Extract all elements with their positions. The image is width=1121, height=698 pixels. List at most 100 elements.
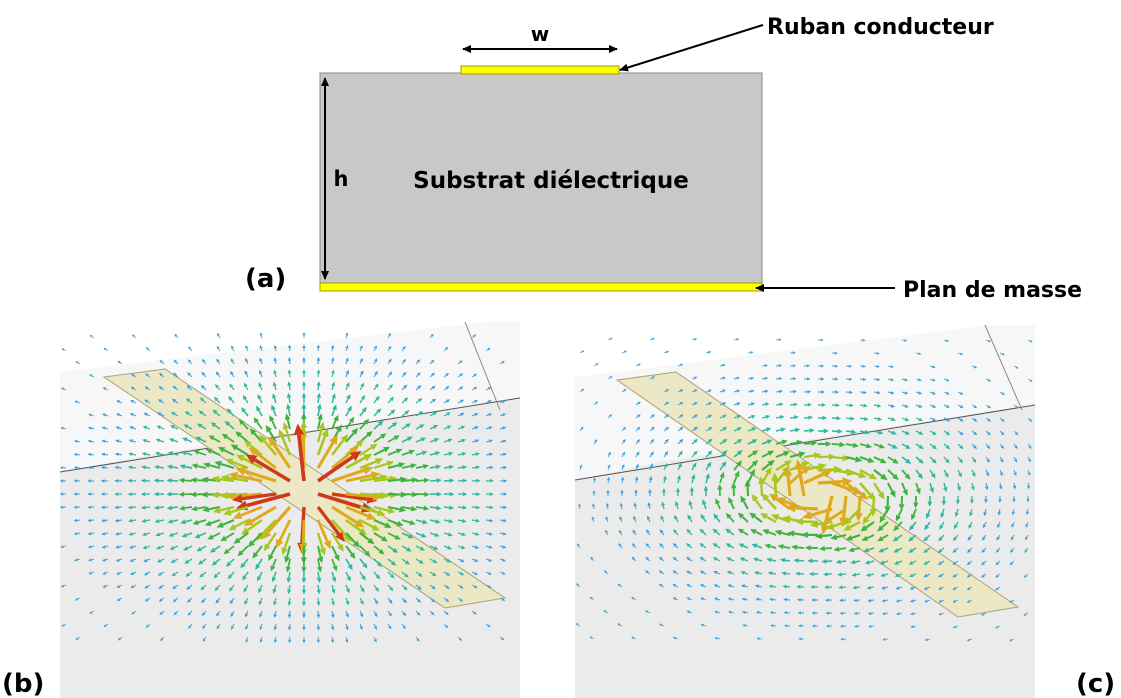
field-vector-head — [981, 549, 986, 553]
field-vector-shaft — [77, 532, 81, 534]
field-vector-head — [700, 597, 704, 601]
field-vector-shaft — [231, 460, 249, 470]
field-vector-shaft — [869, 560, 875, 563]
field-vector-head — [331, 357, 335, 362]
field-vector-head — [881, 599, 886, 603]
field-vector-head — [958, 472, 962, 478]
field-vector-shaft — [272, 409, 277, 417]
field-vector-shaft — [957, 456, 961, 461]
field-vector-head — [932, 431, 937, 435]
field-vector-shaft — [733, 440, 739, 445]
field-vector-head — [102, 387, 107, 391]
field-vector-shaft — [239, 434, 249, 443]
field-vector-head — [795, 427, 801, 433]
field-vector-shaft — [985, 482, 988, 487]
field-vector-shaft — [887, 456, 895, 462]
field-vector-shaft — [200, 425, 207, 430]
field-vector-head — [722, 389, 727, 393]
field-vector-shaft — [607, 480, 609, 484]
field-vector-head — [658, 556, 663, 561]
field-vector-head — [1015, 405, 1019, 409]
field-vector-shaft — [689, 585, 693, 588]
field-vector-shaft — [268, 430, 277, 443]
field-vector-shaft — [331, 409, 336, 417]
field-vector-head — [301, 578, 307, 584]
field-vector-head — [722, 414, 727, 419]
field-vector-head — [740, 571, 745, 575]
field-vector-head — [73, 439, 78, 443]
field-vector-head — [214, 384, 219, 389]
field-vector-shaft — [717, 598, 721, 601]
field-vector-shaft — [943, 456, 948, 461]
field-vector-shaft — [345, 623, 348, 628]
field-vector-head — [917, 473, 923, 480]
field-vector-head — [958, 458, 963, 464]
field-vector-head — [502, 571, 506, 575]
field-vector-head — [216, 358, 220, 363]
field-vector-shaft — [217, 373, 221, 378]
field-vector-head — [380, 433, 387, 439]
field-vector-shaft — [429, 413, 434, 417]
field-vector-head — [487, 624, 491, 628]
field-vector-shaft — [91, 336, 95, 339]
field-vector-shaft — [443, 466, 450, 469]
field-vector-shaft — [859, 404, 864, 407]
field-vector-head — [576, 543, 580, 547]
field-vector-head — [202, 625, 206, 629]
field-vector-shaft — [63, 545, 67, 548]
field-vector-head — [631, 543, 636, 547]
field-vector-head — [985, 472, 989, 477]
field-vector-head — [1029, 418, 1033, 422]
field-vector-head — [331, 639, 335, 644]
field-vector-shaft — [345, 584, 349, 590]
field-vector-head — [764, 364, 768, 368]
field-vector-head — [431, 598, 436, 603]
field-vector-shaft — [870, 599, 875, 602]
field-vector-head — [259, 434, 268, 444]
field-vector-shaft — [620, 532, 623, 536]
field-vector-shaft — [649, 466, 652, 471]
field-vector-shaft — [387, 424, 394, 430]
field-vector-head — [880, 473, 888, 481]
field-vector-head — [741, 610, 746, 614]
field-vector-shaft — [457, 400, 462, 404]
field-vector-head — [255, 532, 265, 541]
field-vector-head — [89, 374, 93, 377]
field-vector-head — [253, 417, 260, 424]
field-vector-head — [618, 543, 622, 547]
field-vector-shaft — [898, 573, 903, 576]
field-vector-head — [190, 505, 198, 512]
field-vector-head — [363, 418, 370, 425]
field-vector-shaft — [719, 377, 723, 380]
field-vector-head — [115, 426, 120, 430]
field-vector-head — [462, 492, 468, 497]
field-vector-shaft — [297, 434, 306, 482]
field-vector-head — [417, 385, 422, 389]
field-vector-head — [809, 571, 814, 577]
field-vector-head — [489, 505, 494, 510]
field-vector-shaft — [1025, 573, 1029, 577]
field-vector-head — [952, 574, 957, 578]
field-vector-head — [797, 624, 802, 628]
field-vector-head — [287, 369, 292, 374]
field-vector-shaft — [443, 413, 448, 417]
field-vector-shaft — [729, 530, 735, 536]
field-vector-shaft — [915, 378, 919, 381]
field-vector-head — [502, 532, 507, 536]
field-vector-shaft — [218, 335, 221, 339]
field-vector-head — [895, 514, 902, 522]
field-vector-head — [774, 529, 782, 536]
field-vector-shaft — [457, 466, 463, 469]
strip-pointer-arrow — [619, 24, 764, 72]
field-vector-shaft — [186, 439, 193, 443]
field-vector-shaft — [471, 440, 476, 443]
field-vector-head — [174, 333, 178, 337]
field-vector-shaft — [901, 456, 908, 462]
field-vector-head — [692, 462, 697, 468]
field-vector-head — [301, 403, 307, 409]
field-vector-head — [946, 391, 950, 395]
field-vector-head — [665, 414, 670, 418]
field-vector-head — [987, 431, 991, 436]
field-vector-shaft — [870, 586, 875, 589]
field-vector-shaft — [228, 476, 249, 483]
